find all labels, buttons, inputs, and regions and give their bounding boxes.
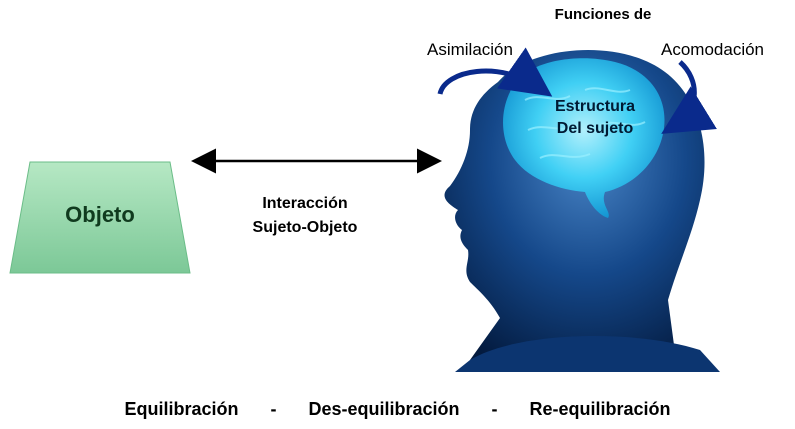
brain-label-line1: Estructura — [554, 98, 636, 115]
accommodation-arrow — [661, 60, 717, 134]
functions-title: Funciones de — [554, 6, 652, 23]
shoulders — [455, 336, 720, 372]
interaction-label: Interacción Sujeto-Objeto — [225, 192, 385, 240]
accommodation-label: Acomodación — [661, 40, 765, 59]
equilibration-sequence: Equilibración - Des-equilibración - Re-e… — [0, 396, 795, 422]
object-label: Objeto — [65, 202, 135, 227]
assimilation-arrow — [437, 47, 553, 97]
interaction-line2: Sujeto-Objeto — [252, 219, 358, 236]
interaction-line1: Interacción — [262, 195, 348, 212]
separator-2: - — [491, 398, 498, 419]
equilibration-label: Equilibración — [124, 398, 239, 419]
disequilibration-label: Des-equilibración — [308, 398, 460, 419]
brain-label-line2: Del sujeto — [556, 120, 634, 137]
object-shape — [9, 161, 191, 274]
brain-label: Estructura Del sujeto — [525, 96, 665, 140]
separator-1: - — [270, 398, 277, 419]
assimilation-label: Asimilación — [427, 40, 513, 59]
reequilibration-label: Re-equilibración — [529, 398, 671, 419]
